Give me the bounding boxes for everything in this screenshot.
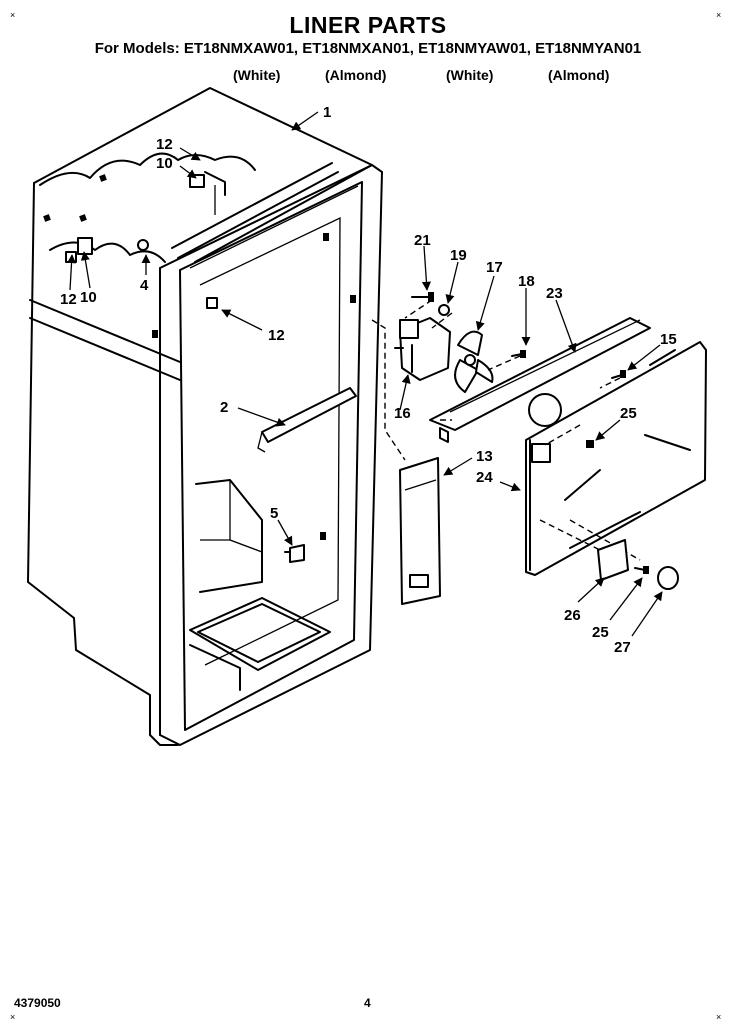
variant-label-3: (White) (446, 67, 494, 83)
callout-16: 16 (394, 405, 411, 422)
callout-10-top: 10 (156, 155, 173, 172)
callout-26: 26 (564, 607, 581, 624)
corner-mark-top-right: × (716, 10, 722, 20)
variant-label-1: (White) (233, 67, 281, 83)
document-number: 4379050 (14, 996, 61, 1010)
models-line: For Models: ET18NMXAW01, ET18NMXAN01, ET… (94, 40, 642, 57)
callout-27: 27 (614, 639, 631, 656)
corner-mark-top-left: × (10, 10, 16, 20)
callout-2: 2 (220, 399, 228, 416)
corner-mark-bottom-right: × (716, 1012, 722, 1022)
callout-13: 13 (476, 448, 493, 465)
liner-cabinet (27, 87, 383, 746)
callout-19: 19 (450, 247, 467, 264)
callout-21: 21 (414, 232, 431, 249)
callout-25-lower: 25 (592, 624, 609, 641)
callout-1: 1 (323, 104, 331, 121)
fan-motor-assembly (394, 292, 651, 443)
page-title: LINER PARTS (289, 12, 447, 38)
callout-5: 5 (270, 505, 278, 522)
corner-mark-bottom-left: × (10, 1012, 16, 1022)
callout-labels: 1 12 10 12 10 4 12 2 5 21 19 17 18 23 15… (60, 104, 677, 656)
duct-part (399, 457, 441, 605)
callout-15: 15 (660, 331, 677, 348)
callout-12-inner: 12 (268, 327, 285, 344)
callout-12-left: 12 (60, 291, 77, 308)
callout-18: 18 (518, 273, 535, 290)
leader-arrows (66, 111, 663, 637)
callout-23: 23 (546, 285, 563, 302)
callout-17: 17 (486, 259, 503, 276)
callout-4: 4 (140, 277, 149, 294)
variant-label-4: (Almond) (548, 67, 610, 83)
assembly-guide-lines (371, 299, 621, 461)
callout-10-left: 10 (80, 289, 97, 306)
rear-cover-panel (525, 341, 707, 590)
callout-24: 24 (476, 469, 493, 486)
callout-25-upper: 25 (620, 405, 637, 422)
callout-12-top: 12 (156, 136, 173, 153)
variant-label-2: (Almond) (325, 67, 387, 83)
page-number: 4 (364, 996, 371, 1010)
